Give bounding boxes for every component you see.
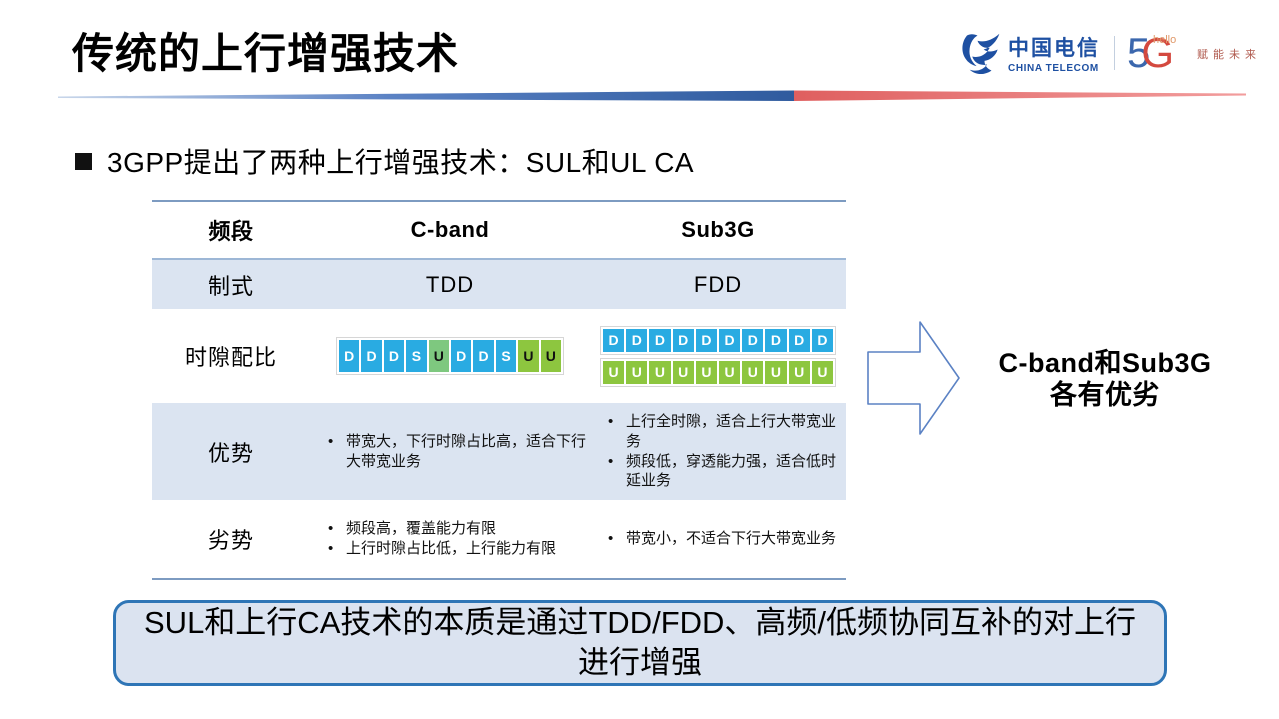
slot-cell-d: D — [649, 328, 671, 352]
slot-cell-d: D — [695, 328, 717, 352]
pros-cband-list: 带宽大，下行时隙占比高，适合下行大带宽业务 — [320, 432, 586, 472]
table-row-mode: 制式 TDD FDD — [152, 260, 846, 309]
mode-sub3g: FDD — [693, 271, 743, 297]
slot-cell-u: U — [649, 360, 671, 384]
slot-cell-d: D — [473, 340, 494, 372]
slot-cell-u: U — [719, 360, 741, 384]
slot-cell-u: U — [518, 340, 539, 372]
slot-cell-d: D — [765, 328, 787, 352]
pros-sub3g-list: 上行全时隙，适合上行大带宽业务频段低，穿透能力强，适合低时延业务 — [600, 412, 842, 492]
slot-cell-d: D — [788, 328, 810, 352]
slot-cell-u: U — [672, 360, 694, 384]
header-logos: 中国电信 CHINA TELECOM 5 G hello 赋能未来 — [960, 30, 1261, 76]
brand-name-cn: 中国电信 — [1008, 37, 1100, 60]
slot-cell-u: U — [428, 340, 449, 372]
square-bullet-icon — [75, 152, 92, 170]
china-telecom-icon — [962, 33, 1000, 75]
slot-cell-u: U — [695, 360, 717, 384]
slot-cell-d: D — [811, 328, 833, 352]
page-title: 传统的上行增强技术 — [72, 30, 460, 77]
bullet-item: 频段低，穿透能力强，适合低时延业务 — [600, 452, 842, 492]
table-row-cons: 劣势 频段高，覆盖能力有限上行时隙占比低，上行能力有限 带宽小，不适合下行大带宽… — [152, 500, 846, 578]
slot-cell-u: U — [626, 360, 648, 384]
row-label-slots: 时隙配比 — [184, 345, 277, 370]
slot-cell-d: D — [361, 340, 382, 372]
pros-sub3g-cell: 上行全时隙，适合上行大带宽业务频段低，穿透能力强，适合低时延业务 — [590, 403, 846, 500]
slot-cell-u: U — [765, 360, 787, 384]
col-header-sub3g: Sub3G — [681, 217, 755, 242]
bullet-item: 上行全时隙，适合上行大带宽业务 — [600, 412, 842, 452]
slot-cell-u: U — [742, 360, 764, 384]
row-label-mode: 制式 — [207, 273, 254, 299]
bullet-item: 上行时隙占比低，上行能力有限 — [320, 539, 556, 559]
row-label-pros: 优势 — [207, 440, 254, 466]
slot-cell-d: D — [719, 328, 741, 352]
slot-cell-d: D — [603, 328, 625, 352]
callout-line2: 各有优劣 — [1050, 379, 1160, 410]
summary-text: SUL和上行CA技术的本质是通过TDD/FDD、高频/低频协同互补的对上行进行增… — [144, 604, 1137, 680]
slot-cell-d: D — [450, 340, 472, 372]
cons-cband-cell: 频段高，覆盖能力有限上行时隙占比低，上行能力有限 — [310, 500, 590, 578]
col-header-band: 频段 — [208, 219, 254, 244]
china-telecom-wordmark: 中国电信 CHINA TELECOM — [1008, 32, 1100, 74]
section-heading: 3GPP提出了两种上行增强技术：SUL和UL CA — [75, 141, 694, 181]
row-label-cons: 劣势 — [207, 528, 254, 553]
pros-cband-cell: 带宽大，下行时隙占比高，适合下行大带宽业务 — [310, 403, 590, 500]
fiveg-5: 5 — [1127, 29, 1151, 76]
table-header-row: 频段 C-band Sub3G — [152, 202, 846, 260]
slot-cell-u: U — [603, 360, 625, 384]
slot-cell-s: S — [406, 340, 427, 372]
cons-sub3g-cell: 带宽小，不适合下行大带宽业务 — [590, 500, 846, 578]
mode-cband: TDD — [425, 271, 475, 297]
slot-cell-d: D — [339, 340, 360, 372]
callout-text: C-band和Sub3G 各有优劣 — [980, 348, 1230, 412]
fiveg-g: G — [1141, 29, 1175, 76]
fiveg-logo: 5 G hello — [1127, 31, 1185, 75]
bullet-item: 频段高，覆盖能力有限 — [320, 519, 556, 539]
bullet-item: 带宽小，不适合下行大带宽业务 — [600, 529, 836, 549]
slot-cell-u: U — [540, 340, 561, 372]
title-divider — [58, 90, 1246, 101]
slot-cell-d: D — [742, 328, 764, 352]
summary-box: SUL和上行CA技术的本质是通过TDD/FDD、高频/低频协同互补的对上行进行增… — [113, 600, 1167, 686]
fiveg-tagline: 赋能未来 — [1197, 49, 1261, 61]
section-heading-text: 3GPP提出了两种上行增强技术：SUL和UL CA — [107, 147, 695, 178]
brand-name-en: CHINA TELECOM — [1008, 63, 1099, 74]
slot-cell-d: D — [672, 328, 694, 352]
right-block-arrow-icon — [867, 321, 960, 435]
slot-cell-d: D — [626, 328, 648, 352]
table-row-pros: 优势 带宽大，下行时隙占比高，适合下行大带宽业务 上行全时隙，适合上行大带宽业务… — [152, 403, 846, 500]
cons-sub3g-list: 带宽小，不适合下行大带宽业务 — [600, 529, 836, 549]
slot-cell-s: S — [495, 340, 517, 372]
fiveg-hello: hello — [1153, 34, 1177, 46]
slot-cell-u: U — [788, 360, 810, 384]
logo-separator — [1114, 36, 1115, 70]
slot-cell-d: D — [383, 340, 405, 372]
bullet-item: 带宽大，下行时隙占比高，适合下行大带宽业务 — [320, 432, 586, 472]
col-header-cband: C-band — [410, 217, 490, 242]
callout-line1: C-band和Sub3G — [998, 348, 1212, 378]
cons-cband-list: 频段高，覆盖能力有限上行时隙占比低，上行能力有限 — [320, 519, 556, 559]
slot-cell-u: U — [811, 360, 833, 384]
